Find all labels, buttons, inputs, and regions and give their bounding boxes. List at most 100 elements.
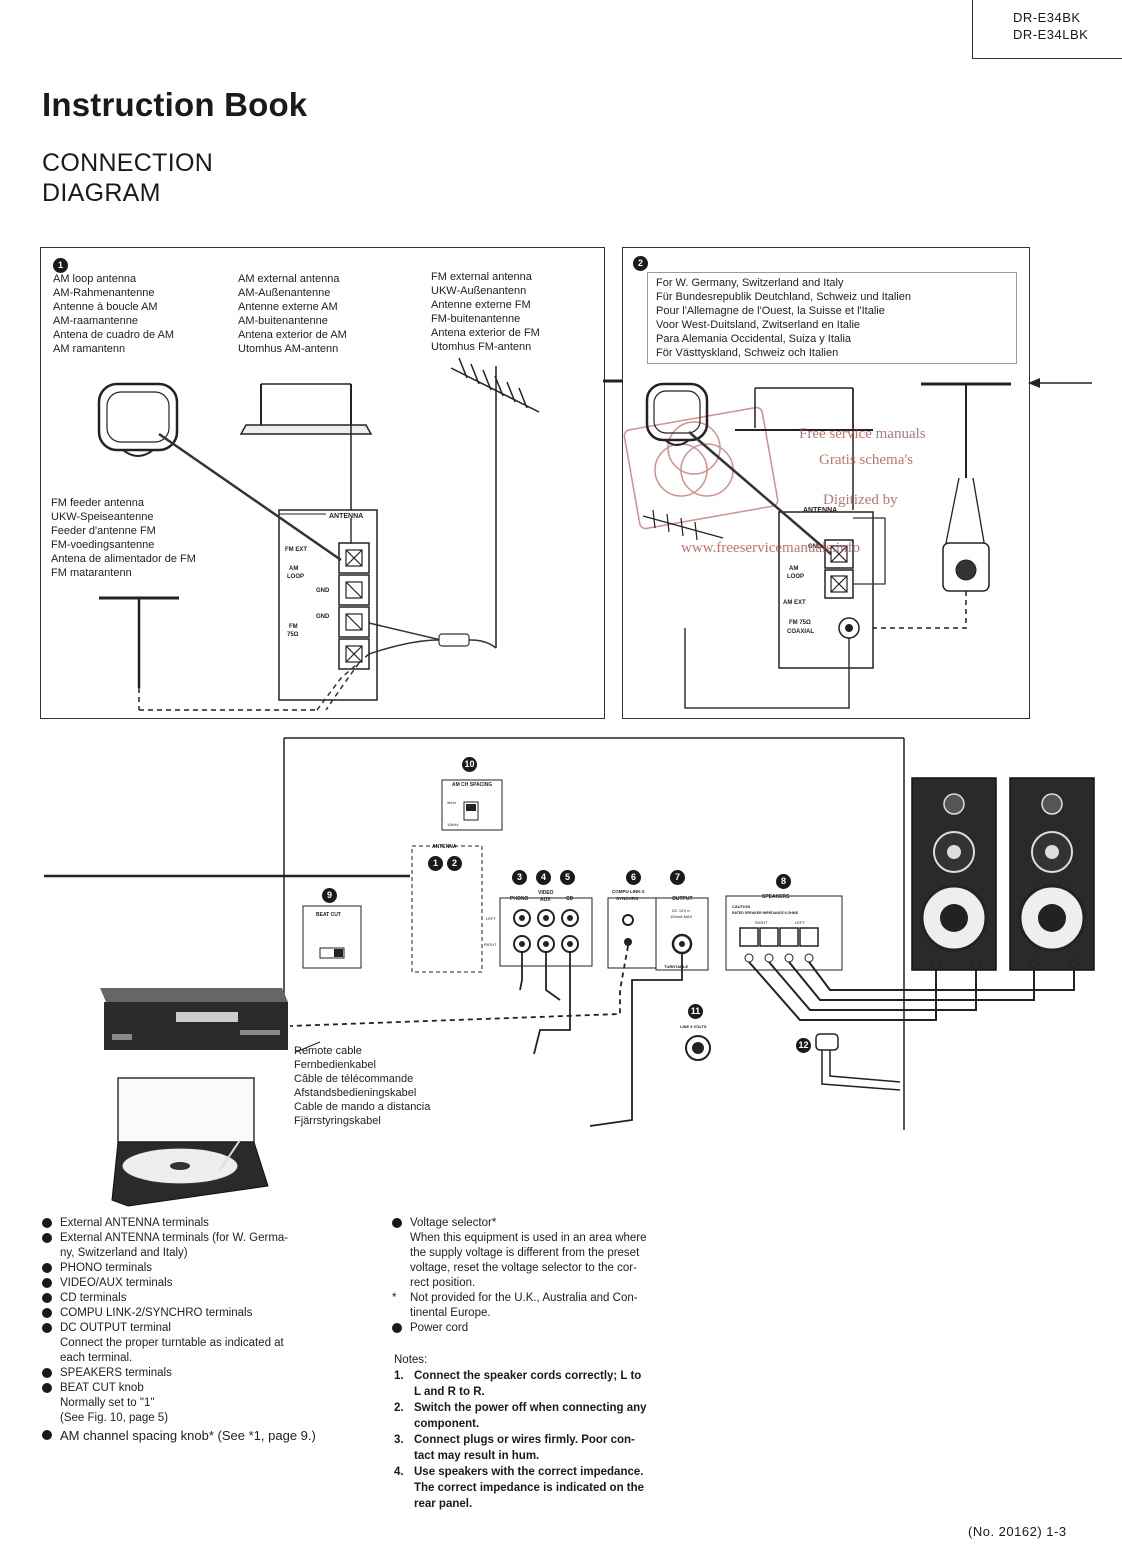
page-number: (No. 20162) 1-3 — [968, 1524, 1067, 1539]
beat-cut-switch — [302, 905, 362, 969]
speaker-right-label: RIGHT — [755, 920, 768, 925]
am-spacing-switch — [441, 779, 503, 831]
output-label: OUTPUT — [672, 896, 693, 902]
fm-external-antenna-icon — [450, 357, 540, 648]
legend-bullet-icon — [42, 1218, 52, 1228]
aux-label: AUX — [540, 897, 551, 903]
video-label: VIDEO — [538, 890, 554, 896]
component-wires — [289, 945, 683, 1127]
line-volts-label: LINE 9 VOLTS — [680, 1024, 707, 1029]
legend-item-7-cont: Connect the proper turntable as indicate… — [60, 1337, 284, 1349]
legend-list-2: Voltage selector* When this equipment is… — [392, 1216, 712, 1336]
terminal-gnd: GND — [316, 588, 330, 594]
legend-bullet-icon — [42, 1278, 52, 1288]
watermark-text-2: Gratis schema's — [819, 452, 913, 468]
ac-outlet-icon — [685, 1035, 711, 1061]
voltage-desc-line-3: voltage, reset the voltage selector to t… — [410, 1262, 637, 1274]
legend-item-9-cont: Normally set to "1" — [60, 1397, 155, 1409]
terminal-am: AM — [789, 566, 798, 572]
legend-item-3: PHONO terminals — [42, 1261, 372, 1276]
watermark-text-3: Digitized by — [823, 492, 898, 508]
rear-number-7: 7 — [670, 870, 685, 885]
dc-output-jack — [655, 897, 709, 971]
am-loop-antenna-icon — [645, 382, 709, 446]
remote-cable-leader — [295, 1041, 321, 1053]
panel-2-number: 2 — [633, 256, 648, 271]
arrow-icon — [1028, 378, 1092, 388]
rear-number-2: 2 — [447, 856, 462, 871]
terminal-fm: FM — [289, 624, 298, 630]
output-voltage: DC 12V ═ — [672, 908, 690, 913]
footnote-line-2: tinental Europe. — [410, 1307, 491, 1319]
legend-bullet-icon — [42, 1430, 52, 1440]
panel-1-number: 1 — [53, 258, 68, 273]
notes-section: Notes: 1.Connect the speaker cords corre… — [394, 1352, 714, 1512]
antenna-terminal-title: ANTENNA — [329, 513, 363, 520]
note-3: 3.Connect plugs or wires firmly. Poor co… — [394, 1434, 635, 1462]
terminal-am-ext: AM EXT — [783, 600, 806, 606]
model-number-2: DR-E34LBK — [1013, 27, 1089, 42]
antenna-area-outline — [411, 845, 483, 973]
legend-bullet-icon — [42, 1383, 52, 1393]
left-speaker-icon — [911, 777, 997, 971]
terminal-loop: LOOP — [787, 574, 804, 580]
power-cord-icon — [815, 1033, 901, 1091]
legend-bullet-icon — [42, 1368, 52, 1378]
voltage-selector-item: Voltage selector* — [392, 1216, 712, 1231]
fm-feeder-antenna-icon — [858, 382, 1011, 629]
turntable-icon — [111, 1077, 269, 1207]
am-spacing-label: AM CH SPACING — [452, 782, 492, 788]
footnote: *Not provided for the U.K., Australia an… — [392, 1292, 638, 1304]
legend-item-7-cont2: each terminal. — [60, 1352, 133, 1364]
panel-1-illustration: ANTENNA FM EXT AM LOOP GND GND FM 75Ω — [97, 357, 540, 711]
power-cord-item: Power cord — [392, 1321, 712, 1336]
legend-bullet-icon — [42, 1263, 52, 1273]
legend-item-4: VIDEO/AUX terminals — [42, 1276, 372, 1291]
panel-2-illustration: ANTENNA GND AM LOOP AM EXT FM 75Ω COAXIA… — [623, 382, 1011, 709]
terminal-coaxial: COAXIAL — [787, 629, 814, 635]
legend-bullet-icon — [392, 1323, 402, 1333]
legend-item-8: SPEAKERS terminals — [42, 1366, 372, 1381]
am-loop-antenna-icon — [97, 382, 179, 457]
notes-title: Notes: — [394, 1354, 428, 1366]
input-jack-board — [499, 897, 593, 967]
terminal-fm-ext: FM EXT — [285, 547, 307, 553]
am-spacing-9khz: 9kHz — [447, 800, 456, 805]
right-channel-label: RIGHT — [484, 942, 497, 947]
speaker-left-label: LEFT — [795, 920, 805, 925]
rear-number-5: 5 — [560, 870, 575, 885]
legend-item-10: AM channel spacing knob* (See *1, page 9… — [42, 1428, 372, 1443]
speaker-terminal-board — [725, 895, 843, 971]
rear-number-12: 12 — [796, 1038, 811, 1053]
page-title: Instruction Book — [42, 86, 308, 123]
subtitle-line-2: DIAGRAM — [42, 179, 161, 207]
legend-bullet-icon — [42, 1308, 52, 1318]
watermark-text-1: Free service manuals — [799, 426, 926, 442]
caution-label: CAUTION — [732, 904, 750, 909]
legend-item-9-cont2: (See Fig. 10, page 5) — [60, 1412, 169, 1424]
legend-item-6: COMPU LINK-2/SYNCHRO terminals — [42, 1306, 372, 1321]
voltage-desc-line-2: the supply voltage is different from the… — [410, 1247, 640, 1259]
am-external-antenna-icon — [239, 383, 373, 518]
panel-connector-line — [603, 379, 623, 383]
terminal-75ohm: 75Ω — [287, 632, 299, 638]
terminal-fm-75: FM 75Ω — [789, 620, 811, 626]
page-subtitle: CONNECTION DIAGRAM — [42, 148, 302, 208]
synchro-label: SYNCHRO — [616, 896, 639, 901]
legend-list: External ANTENNA terminals External ANTE… — [42, 1216, 372, 1443]
note-4: 4.Use speakers with the correct impedanc… — [394, 1466, 645, 1510]
turntable-label: TURNTABLE — [664, 964, 688, 969]
model-number-1: DR-E34BK — [1013, 10, 1081, 25]
note-2: 2.Switch the power off when connecting a… — [394, 1402, 647, 1430]
fm-feeder-antenna-icon — [99, 596, 317, 711]
terminal-loop: LOOP — [287, 574, 304, 580]
rated-impedance-label: RATED SPEAKER IMPEDANCE 6 OHMS — [732, 911, 799, 915]
rear-number-4: 4 — [536, 870, 551, 885]
terminal-am: AM — [289, 566, 298, 572]
legend-item-2-cont: ny, Switzerland and Italy) — [60, 1247, 188, 1259]
rear-number-8: 8 — [776, 874, 791, 889]
